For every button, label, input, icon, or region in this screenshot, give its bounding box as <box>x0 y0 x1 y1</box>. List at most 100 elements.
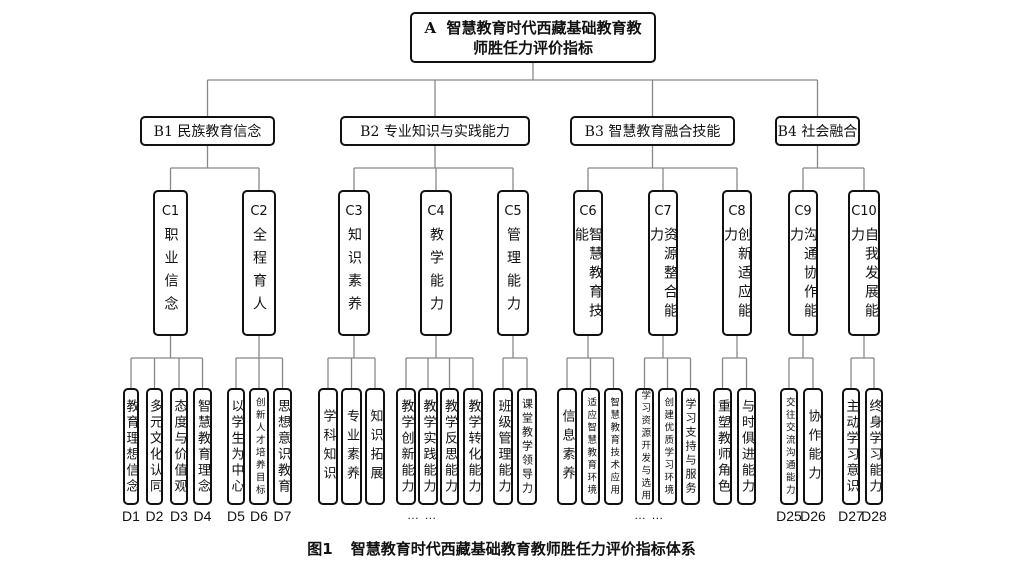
indicator-label: 态度与价值观 <box>171 398 187 495</box>
indicator-node: 学科知识 <box>318 388 338 505</box>
competency-code: C2 <box>250 204 268 219</box>
indicator-code: D5 <box>227 508 245 524</box>
ellipsis-more-indicators: … … <box>407 508 438 522</box>
indicator-node: 智慧教育理念 <box>193 388 212 505</box>
competency-node-c2: C2 全程育人 <box>242 190 276 336</box>
competency-label: 全程育人 <box>251 227 267 319</box>
indicator-code: D27 <box>838 508 864 524</box>
dimension-label: B4 社会融合 <box>777 124 858 140</box>
figure-number: 图1 <box>307 540 333 558</box>
indicator-label: 班级管理能力 <box>495 398 511 495</box>
root-title: 智慧教育时代西藏基础教育教师胜任力评价指标 <box>446 18 642 57</box>
indicator-label: 智慧教育理念 <box>195 398 210 495</box>
indicator-node: 教学实践能力 <box>418 388 438 505</box>
competency-node-c7: C7 资源整合能力 <box>648 190 678 336</box>
indicator-node: 学习资源开发与选用 <box>635 388 654 505</box>
competency-code: C5 <box>504 204 522 219</box>
dimension-node-b3: B3 智慧教育融合技能 <box>570 116 735 146</box>
indicator-node: 终身学习能力 <box>865 388 883 505</box>
indicator-label: 信息素养 <box>559 408 575 485</box>
indicator-code: D28 <box>861 508 887 524</box>
dimension-label: B2 专业知识与实践能力 <box>360 124 510 140</box>
indicator-node: 教学创新能力 <box>396 388 416 505</box>
indicator-label: 知识拓展 <box>367 408 383 485</box>
indicator-node: 创建优质学习环境 <box>658 388 677 505</box>
indicator-code: D7 <box>273 508 292 524</box>
indicator-node: 课堂教学领导力 <box>517 388 537 505</box>
dimension-node-b2: B2 专业知识与实践能力 <box>340 116 530 146</box>
competency-code: C10 <box>851 204 877 219</box>
indicator-code: D1 <box>122 508 140 524</box>
indicator-label: 协作能力 <box>805 408 821 485</box>
indicator-node: 重塑教师角色 <box>713 388 732 505</box>
indicator-code: D25 <box>776 508 802 524</box>
competency-label: 管理能力 <box>505 227 521 319</box>
indicator-label: 课堂教学领导力 <box>520 397 534 496</box>
competency-code: C3 <box>345 204 363 219</box>
indicator-label: 智慧教育技术应用 <box>608 396 620 497</box>
indicator-label: 交往交流沟通能力 <box>783 396 795 497</box>
competency-node-c4: C4 教学能力 <box>420 190 452 336</box>
indicator-label: 创建优质学习环境 <box>662 396 674 497</box>
figure-caption: 图1 智慧教育时代西藏基础教育教师胜任力评价指标体系 <box>0 538 1021 559</box>
competency-code: C7 <box>654 204 672 219</box>
root-node: A 智慧教育时代西藏基础教育教师胜任力评价指标 <box>410 12 656 63</box>
dimension-label: B3 智慧教育融合技能 <box>584 124 721 140</box>
indicator-label: 教学反思能力 <box>442 398 457 495</box>
indicator-label: 教学实践能力 <box>420 398 436 495</box>
indicator-label: 专业素养 <box>344 408 359 485</box>
competency-code: C8 <box>728 204 746 219</box>
indicator-node: 班级管理能力 <box>493 388 513 505</box>
indicator-label: 重塑教师角色 <box>715 398 730 495</box>
competency-code: C4 <box>427 204 445 219</box>
indicator-node: 协作能力 <box>803 388 823 505</box>
competency-label: 资源整合能力 <box>648 227 678 322</box>
competency-code: C9 <box>794 204 812 219</box>
indicator-node: 适应智慧教育环境 <box>581 388 600 505</box>
indicator-label: 教学创新能力 <box>398 398 414 495</box>
indicator-label: 主动学习意识 <box>843 398 859 495</box>
indicator-code: D3 <box>170 508 188 524</box>
indicator-label: 学科知识 <box>320 408 336 485</box>
competency-code: C6 <box>579 204 597 219</box>
indicator-node: 教学转化能力 <box>463 388 483 505</box>
indicator-label: 与时俱进能力 <box>739 398 754 495</box>
indicator-label: 以学生为中心 <box>228 398 244 495</box>
indicator-node: 学习支持与服务 <box>681 388 700 505</box>
indicator-code: D4 <box>193 508 212 524</box>
ellipsis-more-indicators: … … <box>634 508 665 522</box>
indicator-label: 教育理想信念 <box>123 398 139 495</box>
indicator-node: 智慧教育技术应用 <box>604 388 623 505</box>
indicator-node: 专业素养 <box>341 388 362 505</box>
competency-label: 创新适应能力 <box>722 227 752 322</box>
indicator-node: 信息素养 <box>557 388 577 505</box>
indicator-code: D26 <box>800 508 826 524</box>
competency-node-c5: C5 管理能力 <box>497 190 529 336</box>
indicator-node: 教育理想信念 <box>123 388 139 505</box>
figure-title: 智慧教育时代西藏基础教育教师胜任力评价指标体系 <box>350 540 696 558</box>
indicator-label: 多元文化认同 <box>147 398 162 495</box>
indicator-node: 交往交流沟通能力 <box>780 388 798 505</box>
indicator-node: 教学反思能力 <box>440 388 459 505</box>
competency-node-c8: C8 创新适应能力 <box>722 190 752 336</box>
indicator-node: 主动学习意识 <box>842 388 860 505</box>
indicator-node: 态度与价值观 <box>170 388 188 505</box>
indicator-label: 适应智慧教育环境 <box>585 396 597 497</box>
root-code: A <box>424 18 437 37</box>
indicator-label: 学习资源开发与选用 <box>639 390 651 503</box>
indicator-code: D2 <box>145 508 164 524</box>
indicator-node: 知识拓展 <box>365 388 385 505</box>
competency-label: 教学能力 <box>428 227 444 319</box>
indicator-label: 教学转化能力 <box>465 398 481 495</box>
indicator-node: 创新人才培养目标 <box>249 388 269 505</box>
dimension-label: B1 民族教育信念 <box>153 124 262 140</box>
competency-label: 沟通协作能力 <box>788 227 818 322</box>
dimension-node-b4: B4 社会融合 <box>775 116 860 146</box>
competency-label: 职业信念 <box>162 227 179 319</box>
